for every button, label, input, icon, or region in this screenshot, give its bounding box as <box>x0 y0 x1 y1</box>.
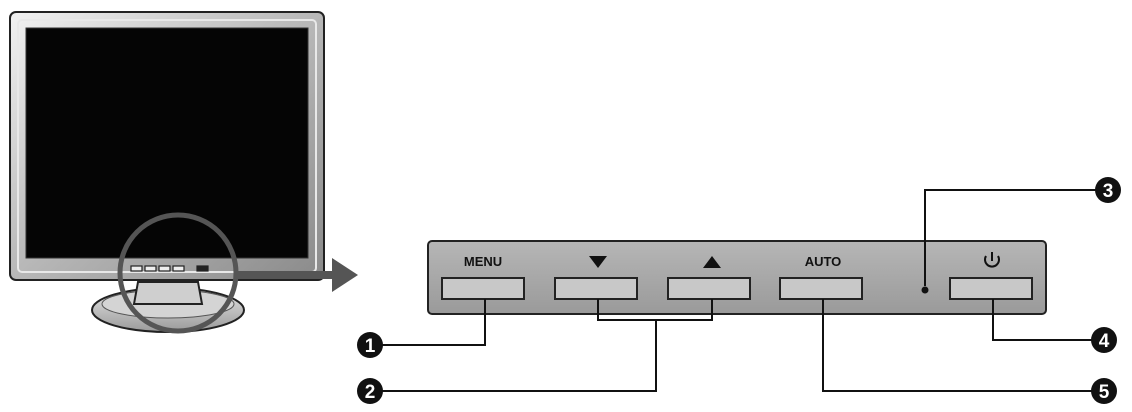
power-led <box>921 286 929 294</box>
callout-2-number: 2 <box>365 382 376 403</box>
callout-1: 1 <box>357 332 383 358</box>
callout-2: 2 <box>357 378 383 404</box>
menu-label: MENU <box>464 254 502 269</box>
callout-5: 5 <box>1091 378 1117 404</box>
monitor-screen <box>25 27 309 259</box>
down-button[interactable] <box>554 277 638 300</box>
up-button[interactable] <box>667 277 751 300</box>
monitor-mini-buttons <box>130 265 209 272</box>
menu-button[interactable] <box>441 277 525 300</box>
auto-button[interactable] <box>779 277 863 300</box>
auto-label: AUTO <box>805 254 842 269</box>
callout-1-number: 1 <box>365 336 376 357</box>
callout-lines <box>380 189 1098 392</box>
callout-5-number: 5 <box>1099 382 1110 403</box>
callout-3-number: 3 <box>1103 181 1114 202</box>
callout-4: 4 <box>1091 327 1117 353</box>
power-button[interactable] <box>949 277 1033 300</box>
triangle-up-icon <box>703 256 721 268</box>
zoom-arrow-icon <box>236 258 358 292</box>
triangle-down-icon <box>589 256 607 268</box>
monitor-illustration <box>9 11 325 334</box>
power-icon <box>984 252 1000 268</box>
callout-4-number: 4 <box>1099 331 1110 352</box>
monitor-neck <box>132 281 204 305</box>
callout-3: 3 <box>1095 177 1121 203</box>
